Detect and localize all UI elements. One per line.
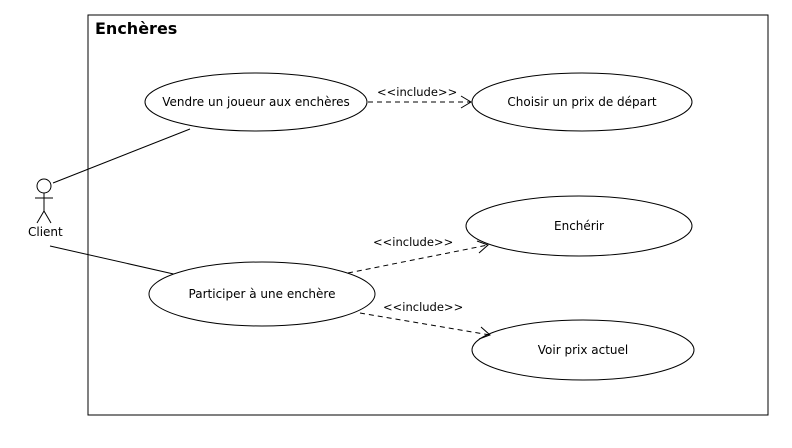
system-boundary [87, 14, 769, 416]
include-label: <<include>> [383, 300, 463, 314]
association-client-participer [49, 245, 179, 276]
use-case-participer[interactable]: Participer à une enchère [148, 261, 376, 327]
include-vendre-choisir: <<include>> [368, 85, 472, 109]
actor-right-leg [43, 210, 52, 224]
actor-head [36, 178, 52, 194]
use-case-voir-shape [471, 319, 695, 381]
use-case-participer-shape [148, 261, 376, 327]
include-label: <<include>> [373, 235, 453, 249]
include-arrowhead [478, 326, 491, 340]
include-participer-voir: <<include>> [359, 300, 491, 340]
use-case-choisir[interactable]: Choisir un prix de départ [471, 72, 693, 132]
use-case-choisir-shape [471, 72, 693, 132]
use-case-encherir[interactable]: Enchérir [465, 195, 693, 257]
use-case-voir-label: Voir prix actuel [538, 343, 628, 357]
use-case-vendre[interactable]: Vendre un joueur aux enchères [144, 72, 368, 132]
include-line [359, 312, 491, 336]
use-case-encherir-label: Enchérir [554, 219, 604, 233]
association-client-vendre [52, 128, 191, 184]
include-label: <<include>> [377, 85, 457, 99]
system-title: Enchères [95, 19, 177, 38]
use-case-choisir-label: Choisir un prix de départ [507, 95, 657, 109]
actor-name: Client [28, 225, 63, 239]
use-case-participer-label: Participer à une enchère [189, 287, 336, 301]
include-arrowhead [460, 95, 472, 109]
use-case-vendre-label: Vendre un joueur aux enchères [162, 95, 350, 109]
use-case-encherir-shape [465, 195, 693, 257]
actor-left-leg [36, 210, 45, 224]
use-case-vendre-shape [144, 72, 368, 132]
use-case-voir[interactable]: Voir prix actuel [471, 319, 695, 381]
include-arrowhead [476, 240, 489, 254]
include-line [347, 244, 489, 274]
include-participer-encherir: <<include>> [347, 235, 489, 274]
actor-client[interactable]: Client [28, 178, 63, 239]
